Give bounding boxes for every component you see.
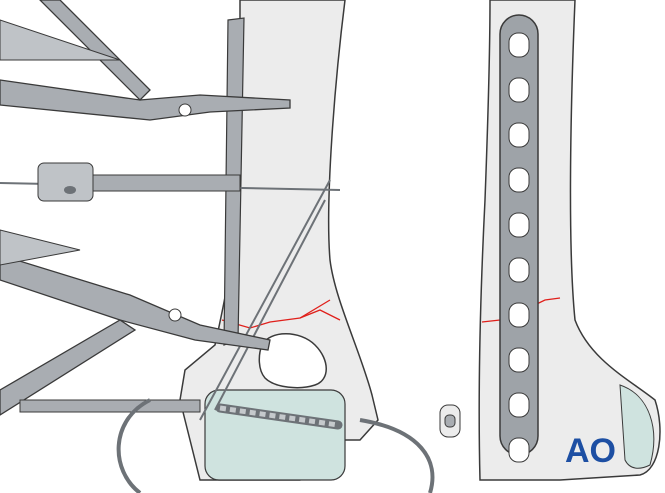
calcaneus-block	[204, 389, 346, 481]
drill-sleeve	[37, 162, 241, 202]
plate-screw-hole	[508, 77, 530, 103]
upper-reduction-clamp	[0, 0, 291, 121]
plate-screw-hole	[508, 347, 530, 373]
medial-plate	[499, 14, 539, 463]
plate-screw-hole	[508, 392, 530, 418]
ao-logo: AO	[565, 432, 616, 470]
talus-gap	[258, 333, 327, 389]
plate-screw-hole	[508, 302, 530, 328]
frame-rod	[19, 398, 435, 493]
plate-screw-hole	[508, 212, 530, 238]
lower-reduction-clamp	[0, 229, 271, 416]
plate-screw-hole	[508, 437, 530, 463]
left-bone	[179, 0, 379, 481]
svg-text:AO: AO	[565, 432, 616, 470]
plate-screw-hole	[508, 122, 530, 148]
plate-screw-hole	[508, 257, 530, 283]
plate-screw-hole	[508, 32, 530, 58]
plate-screw-hole	[508, 167, 530, 193]
washer	[439, 404, 461, 438]
fracture-line-left	[221, 299, 331, 329]
